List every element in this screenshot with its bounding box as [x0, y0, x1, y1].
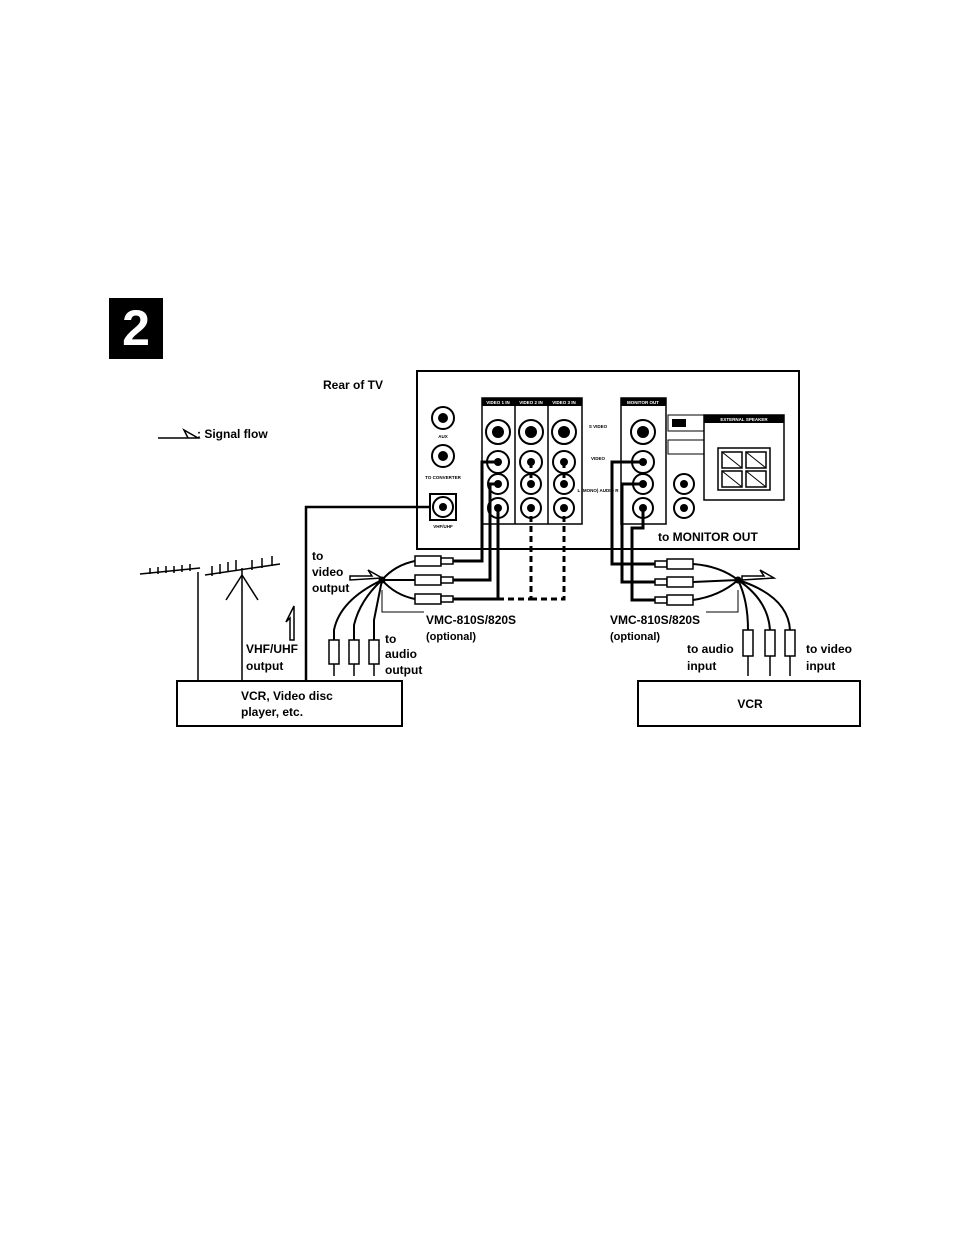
- vhf-signal-arrow-icon: [285, 605, 295, 641]
- to-audio-input-line1: to audio: [687, 642, 734, 656]
- to-audio-output-line1: to: [385, 632, 396, 646]
- right-vcr-box: [637, 680, 861, 727]
- left-vcr-device: VCR, Video disc player, etc. VHF/UHF out…: [176, 505, 430, 727]
- to-video-output-line2: video: [312, 565, 343, 579]
- s-video-row-label: S VIDEO: [589, 424, 608, 429]
- right-signal-arrow-icon: [741, 569, 777, 581]
- to-audio-input-line2: input: [687, 659, 716, 673]
- s-video-jacks: [485, 419, 577, 445]
- right-cable-optional: (optional): [610, 631, 660, 643]
- left-vcr-plugs: [328, 579, 383, 676]
- to-video-output-line1: to: [312, 549, 323, 563]
- to-audio-output-line3: output: [385, 663, 422, 677]
- to-monitor-out-label: to MONITOR OUT: [658, 530, 758, 544]
- to-video-input-line2: input: [806, 659, 835, 673]
- right-vcr-name: VCR: [737, 697, 763, 711]
- antenna-jack-vhf-uhf: VHF/UHF: [429, 493, 457, 529]
- left-vcr-box: [176, 680, 403, 727]
- left-signal-arrow-icon: [349, 569, 385, 581]
- step-number-badge: 2: [109, 298, 163, 359]
- right-cable-model: VMC-810S/820S: [610, 613, 700, 627]
- left-cable-optional: (optional): [426, 631, 476, 643]
- vhf-uhf-jack-label: VHF/UHF: [433, 524, 453, 529]
- to-converter-jack-label: TO CONVERTER: [425, 475, 461, 480]
- speaker-section: EXTERNAL SPEAKER: [667, 414, 785, 519]
- right-tv-plugs: [654, 558, 694, 606]
- right-av-cable: [610, 460, 796, 676]
- video-row-label: VIDEO: [591, 456, 606, 461]
- to-video-input-line1: to video: [806, 642, 852, 656]
- vhf-uhf-output-line2: output: [246, 659, 283, 673]
- monitor-out-label: MONITOR OUT: [627, 400, 659, 405]
- antenna-icon: [139, 556, 281, 682]
- signal-flow-legend: : Signal flow: [158, 427, 268, 441]
- antenna-jack-aux: AUX: [431, 406, 455, 439]
- tv-rear-panel: Rear of TV AUX TO CONVERTER VHF/UHF VIDE…: [323, 370, 800, 550]
- external-speaker-label: EXTERNAL SPEAKER: [720, 417, 768, 422]
- tv-title: Rear of TV: [323, 378, 383, 392]
- to-audio-output-line2: audio: [385, 647, 417, 661]
- right-vcr-device: VCR to audio input to video input: [637, 569, 861, 727]
- left-vcr-name-line2: player, etc.: [241, 705, 303, 719]
- to-video-output-line3: output: [312, 581, 349, 595]
- vhf-uhf-output-line1: VHF/UHF: [246, 642, 298, 656]
- video3-in-label: VIDEO 3 IN: [552, 400, 576, 405]
- antenna-jack-to-converter: TO CONVERTER: [425, 444, 462, 480]
- aux-jack-label: AUX: [438, 434, 448, 439]
- audio-row-label: L (MONO) AUDIO R: [578, 488, 620, 493]
- signal-flow-label: : Signal flow: [197, 427, 268, 441]
- left-cable-model: VMC-810S/820S: [426, 613, 516, 627]
- right-vcr-plugs: [742, 629, 796, 676]
- video2-in-label: VIDEO 2 IN: [519, 400, 543, 405]
- video1-in-label: VIDEO 1 IN: [486, 400, 510, 405]
- left-vcr-name-line1: VCR, Video disc: [241, 689, 333, 703]
- left-av-cable: [328, 460, 566, 676]
- signal-flow-arrow-icon: [158, 428, 201, 439]
- left-tv-plugs: [414, 555, 454, 605]
- rf-cable: [304, 505, 430, 681]
